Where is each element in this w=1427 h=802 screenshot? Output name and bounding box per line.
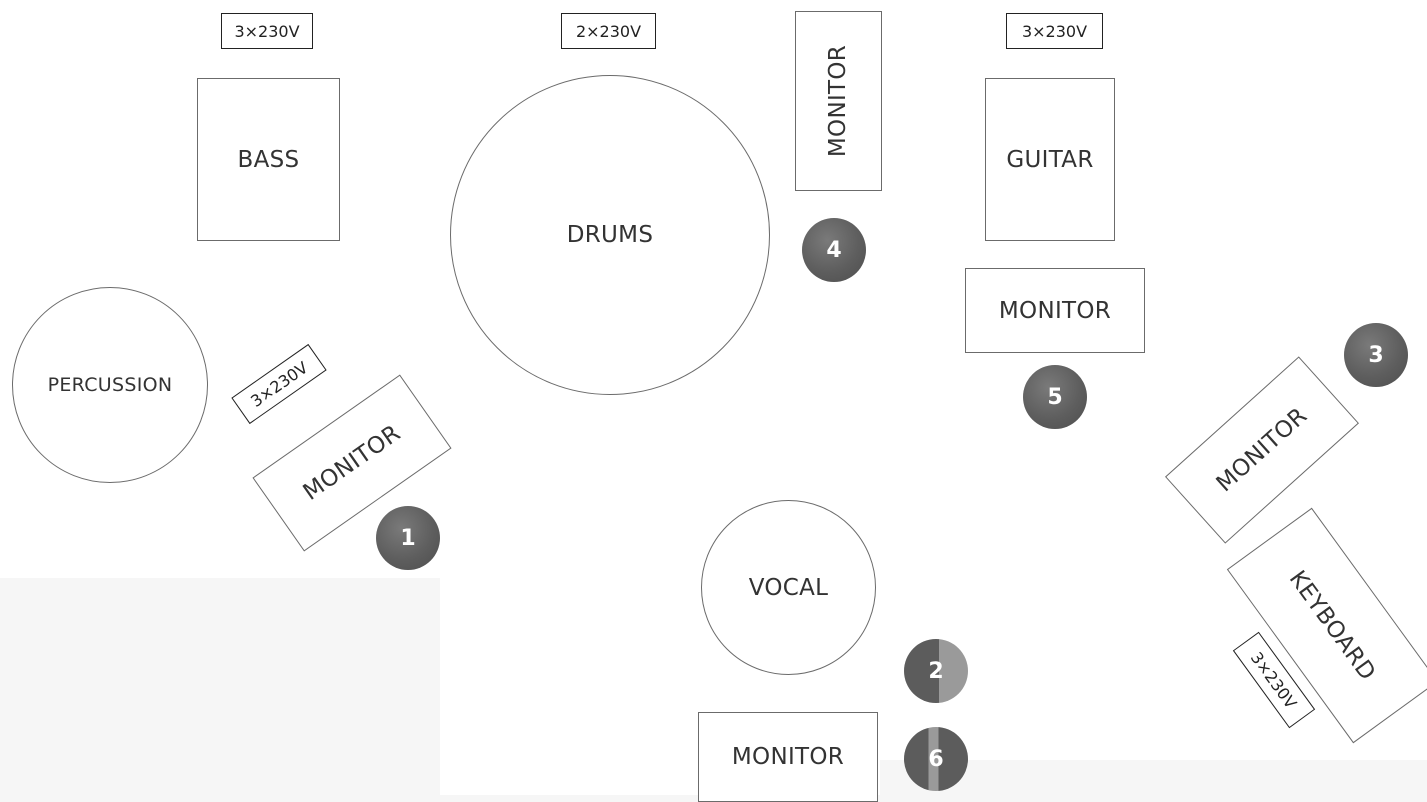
vocal-monitor-label: MONITOR [731, 744, 845, 770]
drums-monitor-label: MONITOR [825, 44, 852, 158]
bass-label: BASS [237, 146, 300, 173]
drums-riser: DRUMS [450, 75, 770, 395]
guitar-monitor-label: MONITOR [998, 297, 1112, 324]
badge-2: 2 [904, 639, 968, 703]
drums-label: DRUMS [566, 222, 654, 248]
bass-amp: BASS [197, 78, 340, 241]
guitar-monitor: MONITOR [965, 268, 1145, 353]
badge-6: 6 [904, 727, 968, 791]
power-box-drums: 2×230V [561, 13, 656, 49]
guitar-label: GUITAR [1006, 146, 1094, 173]
badge-5: 5 [1023, 365, 1087, 429]
percussion-position: PERCUSSION [12, 287, 208, 483]
keyboard-label: KEYBOARD [1284, 565, 1381, 686]
power-box-guitar: 3×230V [1006, 13, 1103, 49]
drums-monitor: MONITOR [795, 11, 882, 191]
guitar-amp: GUITAR [985, 78, 1115, 241]
badge-3: 3 [1344, 323, 1408, 387]
badge-1: 1 [376, 506, 440, 570]
vocal-position: VOCAL [701, 500, 876, 675]
vocal-monitor: MONITOR [698, 712, 878, 802]
badge-4: 4 [802, 218, 866, 282]
vocal-label: VOCAL [748, 574, 829, 601]
percussion-label: PERCUSSION [47, 374, 173, 396]
power-box-bass: 3×230V [221, 13, 313, 49]
